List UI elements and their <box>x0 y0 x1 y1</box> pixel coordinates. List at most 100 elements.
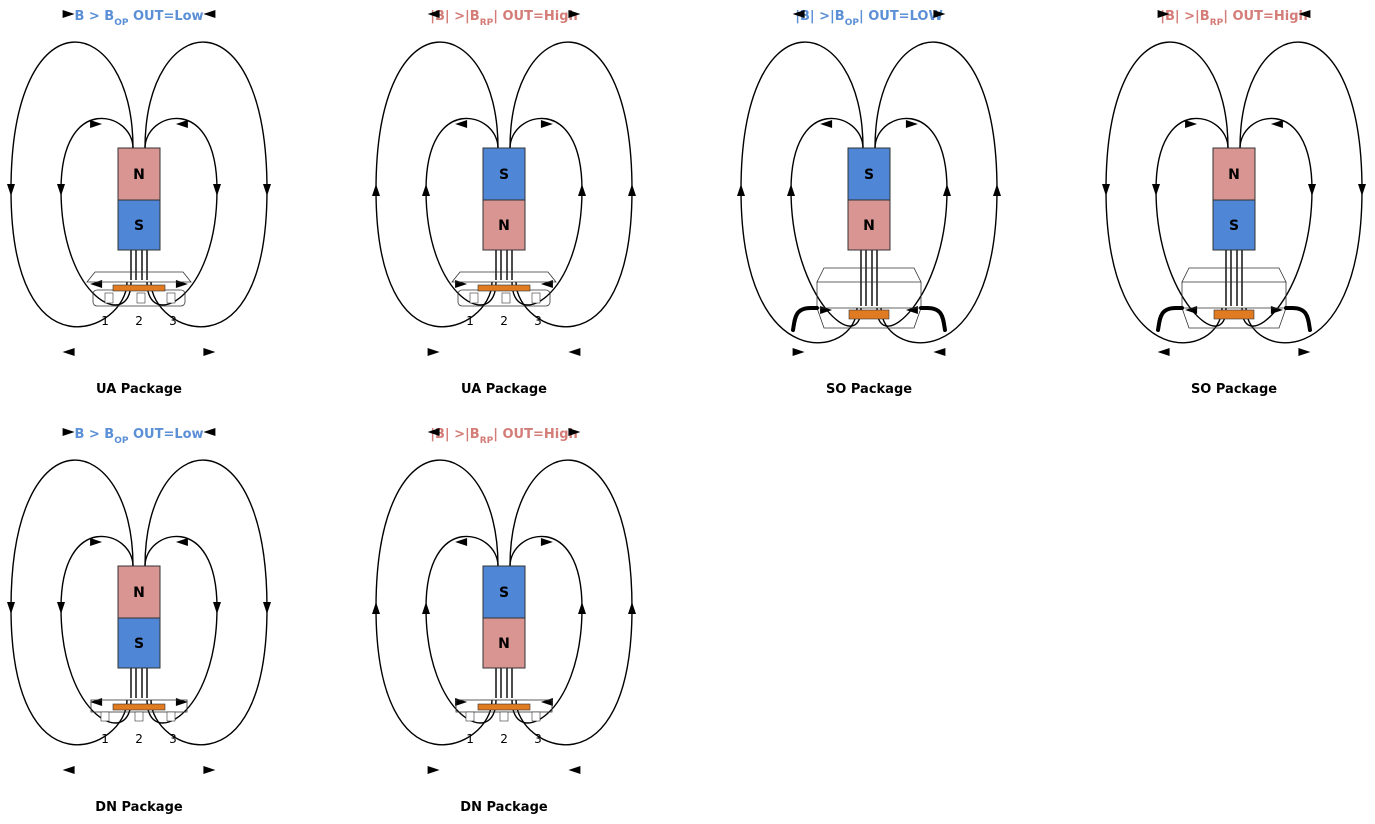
field-arrow-icon <box>993 184 1001 196</box>
package-lead-left <box>791 306 819 332</box>
package-pin <box>531 711 541 722</box>
package-pin <box>136 292 146 304</box>
field-arrow-icon <box>427 10 440 18</box>
field-line-left-outer <box>10 41 134 328</box>
field-arrow-icon <box>175 698 188 706</box>
panel-title: B > BOP OUT=Low <box>74 9 203 28</box>
field-arrow-icon <box>1308 184 1316 196</box>
magnet-bottom-pole <box>482 617 526 669</box>
magnet-bottom-pole <box>117 199 161 251</box>
field-arrow-icon <box>578 602 586 614</box>
title-part: | OUT=High <box>493 9 578 24</box>
field-arrow-icon <box>905 120 918 128</box>
field-arrow-icon <box>792 10 805 18</box>
field-arrow-icon <box>568 428 581 436</box>
pin-number-2: 2 <box>500 314 508 328</box>
pin-number-1: 1 <box>101 314 109 328</box>
field-arrow-icon <box>1270 120 1283 128</box>
field-arrow-icon <box>933 348 946 356</box>
pin-number-1: 1 <box>466 314 474 328</box>
pin-number-3: 3 <box>534 732 542 746</box>
field-arrow-icon <box>90 698 103 706</box>
magnet-top-label: S <box>499 167 509 183</box>
field-line-right-outer <box>509 459 633 746</box>
field-arrow-icon <box>943 184 951 196</box>
field-arrow-icon <box>175 538 188 546</box>
title-part: | OUT=High <box>1223 9 1308 24</box>
title-part: | OUT=High <box>493 427 578 442</box>
magnet-top-pole <box>847 147 891 201</box>
magnet-bottom-pole <box>117 617 161 669</box>
package-lead-left <box>1156 306 1184 332</box>
field-arrow-icon <box>422 602 430 614</box>
field-arrow-icon <box>175 120 188 128</box>
field-arrow-icon <box>628 184 636 196</box>
field-arrow-icon <box>628 602 636 614</box>
magnet-bottom-pole <box>847 199 891 251</box>
hall-element <box>848 309 890 320</box>
package-pin <box>531 292 541 304</box>
field-line-left-outer <box>375 459 499 746</box>
field-arrow-icon <box>540 538 553 546</box>
title-part: |B| >|B <box>1160 9 1209 24</box>
magnet-bottom-pole <box>1212 199 1256 251</box>
magnet-top-label: S <box>499 585 509 601</box>
field-arrow-icon <box>568 10 581 18</box>
field-arrow-icon <box>90 120 103 128</box>
magnet-top-pole <box>482 147 526 201</box>
pin-number-2: 2 <box>135 314 143 328</box>
package-body <box>816 307 922 329</box>
field-arrow-icon <box>62 348 75 356</box>
field-arrow-icon <box>427 348 440 356</box>
package-caption: UA Package <box>461 382 547 397</box>
magnet-bottom-label: N <box>498 218 510 234</box>
field-line-left-outer <box>375 41 499 328</box>
pin-number-3: 3 <box>169 732 177 746</box>
field-arrow-icon <box>905 306 918 314</box>
field-arrow-icon <box>1358 184 1366 196</box>
package-pin <box>501 292 511 304</box>
field-arrow-icon <box>203 348 216 356</box>
pin-number-2: 2 <box>135 732 143 746</box>
magnet-top-pole <box>117 565 161 619</box>
package-pin <box>100 711 110 722</box>
field-arrow-icon <box>578 184 586 196</box>
field-line-right-outer <box>144 459 268 746</box>
pin-number-2: 2 <box>500 732 508 746</box>
field-arrow-icon <box>455 280 468 288</box>
magnet-bottom-pole <box>482 199 526 251</box>
field-arrow-icon <box>7 184 15 196</box>
field-arrow-icon <box>455 120 468 128</box>
field-arrow-icon <box>427 428 440 436</box>
field-line-right-outer <box>1239 41 1363 344</box>
field-arrow-icon <box>213 184 221 196</box>
field-arrow-icon <box>7 602 15 614</box>
field-arrow-icon <box>933 10 946 18</box>
field-line-right-outer <box>874 41 998 344</box>
package-pin <box>166 292 176 304</box>
magnet-top-pole <box>1212 147 1256 201</box>
magnet-bottom-label: S <box>134 218 144 234</box>
field-arrow-icon <box>540 120 553 128</box>
hall-element <box>477 703 531 711</box>
field-arrow-icon <box>203 766 216 774</box>
field-arrow-icon <box>57 184 65 196</box>
hall-element <box>1213 309 1255 320</box>
field-line-left-outer <box>740 41 864 344</box>
field-arrow-icon <box>90 280 103 288</box>
field-line-left-outer <box>10 459 134 746</box>
package-caption: DN Package <box>460 800 548 815</box>
field-arrow-icon <box>263 602 271 614</box>
title-part: OUT=Low <box>128 427 203 442</box>
panel-title: B > BOP OUT=Low <box>74 427 203 446</box>
magnet-top-pole <box>482 565 526 619</box>
field-arrow-icon <box>820 120 833 128</box>
hall-element <box>477 284 531 292</box>
field-arrow-icon <box>540 280 553 288</box>
field-arrow-icon <box>62 10 75 18</box>
